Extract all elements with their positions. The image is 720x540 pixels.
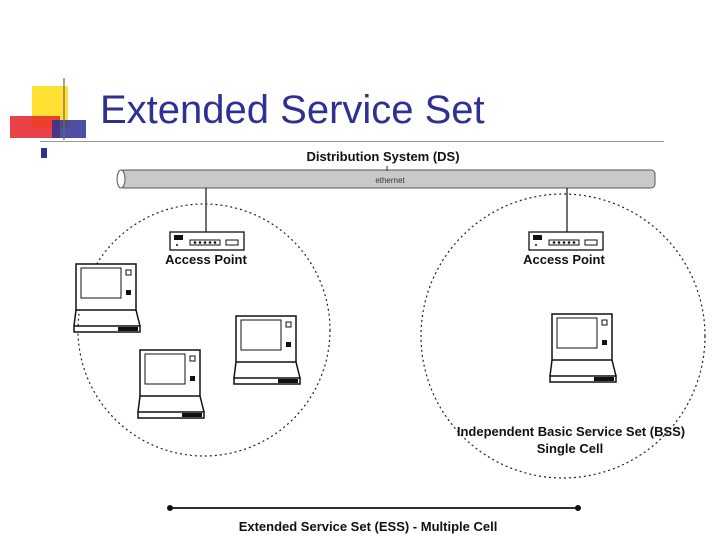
laptop-icon: [549, 313, 617, 383]
ess-span-bar: [167, 505, 581, 511]
ds-label: Distribution System (DS): [306, 149, 460, 164]
access-point-right-label: Access Point: [523, 252, 605, 267]
bss-sublabel: Single Cell: [536, 441, 604, 456]
ess-label: Extended Service Set (ESS) - Multiple Ce…: [238, 519, 498, 534]
title-rule: [40, 141, 664, 142]
slide-title: Extended Service Set: [100, 88, 485, 132]
access-point-icon: [169, 231, 245, 251]
laptop-icon: [233, 315, 301, 385]
laptop-icon: [137, 349, 205, 419]
bss-cell-right: [420, 193, 706, 479]
backbone-label: ethernet: [375, 176, 405, 185]
corner-logo: [8, 78, 88, 162]
access-point-icon: [528, 231, 604, 251]
bss-label: Independent Basic Service Set (BSS): [456, 424, 686, 439]
laptop-icon: [73, 263, 141, 333]
access-point-left-label: Access Point: [165, 252, 247, 267]
